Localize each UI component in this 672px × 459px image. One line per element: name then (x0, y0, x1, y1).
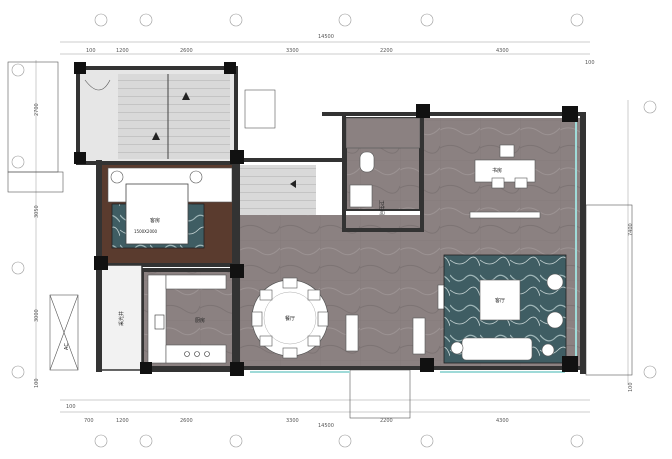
dim-bottom-seg: 2600 (180, 418, 193, 424)
dim-top-seg: 4300 (496, 48, 509, 54)
dim-top-seg: 2600 (180, 48, 193, 54)
dim-right-seg: 7400 (628, 223, 634, 236)
dim-bottom-total: 14500 (318, 423, 334, 429)
inner-stairs (236, 165, 316, 215)
grid-axis-top (94, 13, 584, 27)
grid-axis-right (643, 100, 657, 379)
ac-unit (49, 294, 79, 371)
dim-bottom-seg: 3300 (286, 418, 299, 424)
sofa (461, 337, 533, 361)
stair-arrow-icon (182, 92, 190, 100)
washbasin-icon (349, 184, 373, 208)
dim-left-seg: 100 (34, 378, 40, 388)
dim-bottom-seg: 100 (66, 404, 76, 410)
console (345, 314, 359, 352)
dim-bottom-seg: 700 (84, 418, 94, 424)
living-label: 客厅 (495, 297, 505, 304)
sink-icon (154, 314, 165, 330)
door-swing-icon (84, 79, 111, 91)
dining-chairs (251, 277, 329, 359)
dim-top-seg: 3300 (286, 48, 299, 54)
dim-left-seg: 3050 (34, 205, 40, 218)
study-label: 书房 (492, 167, 502, 174)
desk (474, 159, 536, 183)
stair-arrow-icon (290, 180, 296, 188)
dim-bottom-seg: 1200 (116, 418, 129, 424)
bed-size-label: 1500X2000 (134, 229, 158, 234)
dim-right-seg: 100 (628, 382, 634, 392)
bathroom-label: 卫生间 (378, 200, 385, 215)
dim-bottom-seg: 4300 (496, 418, 509, 424)
dim-top-seg: 100 (585, 60, 595, 66)
ac-label: AC (64, 343, 70, 350)
toilet-icon (359, 151, 375, 173)
columns (74, 62, 578, 376)
coffee-table (479, 279, 521, 321)
dim-top-total: 14500 (318, 34, 334, 40)
stair-arrow-icon (152, 132, 160, 140)
balcony-top (244, 89, 276, 129)
dim-left-seg: 3000 (34, 309, 40, 322)
entry-porch (349, 369, 411, 419)
bed (125, 183, 189, 245)
balcony-left (7, 61, 59, 173)
dining-label: 餐厅 (285, 315, 295, 322)
dim-left-seg: 2700 (34, 103, 40, 116)
stair-flight (118, 74, 168, 159)
grid-axis-left (11, 63, 25, 379)
dim-top-seg: 100 (86, 48, 96, 54)
dim-top-seg: 2200 (380, 48, 393, 54)
balcony-right (585, 204, 633, 376)
kitchen-label: 厨房 (195, 317, 205, 324)
shaft-label: 采光井 (118, 311, 125, 326)
grid-axis-bottom (94, 434, 584, 448)
bedroom-label: 客房 (150, 217, 160, 224)
dim-bottom-seg: 2200 (380, 418, 393, 424)
dim-top-seg: 1200 (116, 48, 129, 54)
